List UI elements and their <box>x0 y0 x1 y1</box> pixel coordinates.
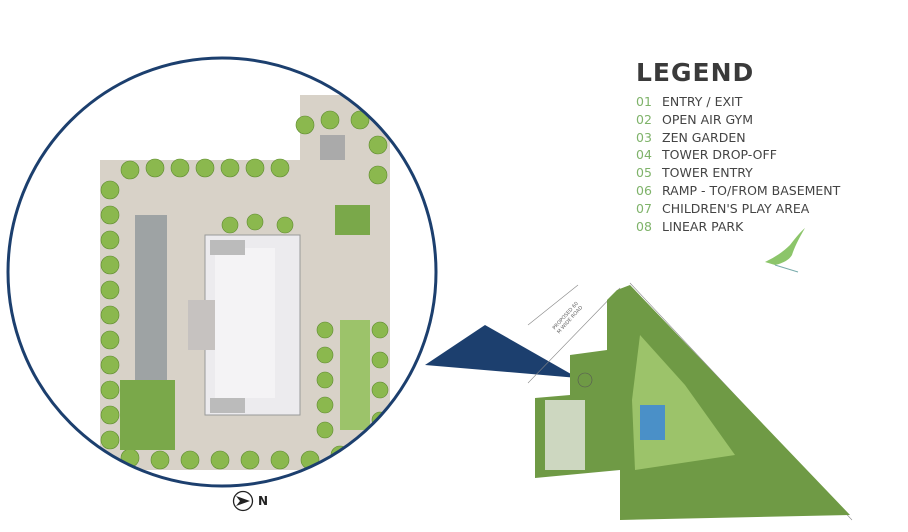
legend-label: OPEN AIR GYM <box>662 111 753 127</box>
legend-label: ENTRY / EXIT <box>662 94 743 109</box>
legend-title: LEGEND <box>636 58 755 87</box>
master-plan <box>527 282 853 521</box>
legend-number: 03 <box>636 129 652 145</box>
zoomed-plan <box>8 58 436 486</box>
legend-item: 05 TOWER ENTRY <box>636 164 840 182</box>
legend-label: CHILDREN'S PLAY AREA <box>662 200 810 216</box>
legend-item: 07 CHILDREN'S PLAY AREA <box>636 200 840 218</box>
legend-number: 08 <box>636 218 652 234</box>
legend: LEGEND 01 ENTRY / EXIT 02 OPEN AIR GYM 03 Z… <box>636 58 840 235</box>
north-indicator: N <box>232 490 268 512</box>
legend-label: TOWER DROP-OFF <box>662 147 777 163</box>
legend-number: 02 <box>636 111 652 127</box>
callout-pointer <box>425 325 578 378</box>
legend-number: 05 <box>636 165 652 181</box>
legend-label: ZEN GARDEN <box>662 129 746 145</box>
legend-label: LINEAR PARK <box>662 218 744 234</box>
legend-item: 03 ZEN GARDEN <box>636 129 840 147</box>
legend-number: 04 <box>636 147 652 163</box>
north-arrow-icon <box>232 490 254 512</box>
legend-item: 06 RAMP - TO/FROM BASEMENT <box>636 182 840 200</box>
callout-circle <box>6 56 438 488</box>
legend-label: TOWER ENTRY <box>662 165 753 181</box>
legend-item: 04 TOWER DROP-OFF <box>636 146 840 164</box>
legend-item: 02 OPEN AIR GYM <box>636 111 840 129</box>
legend-number: 01 <box>636 94 652 109</box>
legend-item: 08 LINEAR PARK <box>636 218 840 236</box>
legend-number: 06 <box>636 182 652 198</box>
heron-illustration <box>765 228 805 273</box>
north-label: N <box>258 494 269 508</box>
legend-label: RAMP - TO/FROM BASEMENT <box>662 182 841 198</box>
legend-number: 07 <box>636 200 652 216</box>
legend-item: 01 ENTRY / EXIT <box>636 93 840 111</box>
